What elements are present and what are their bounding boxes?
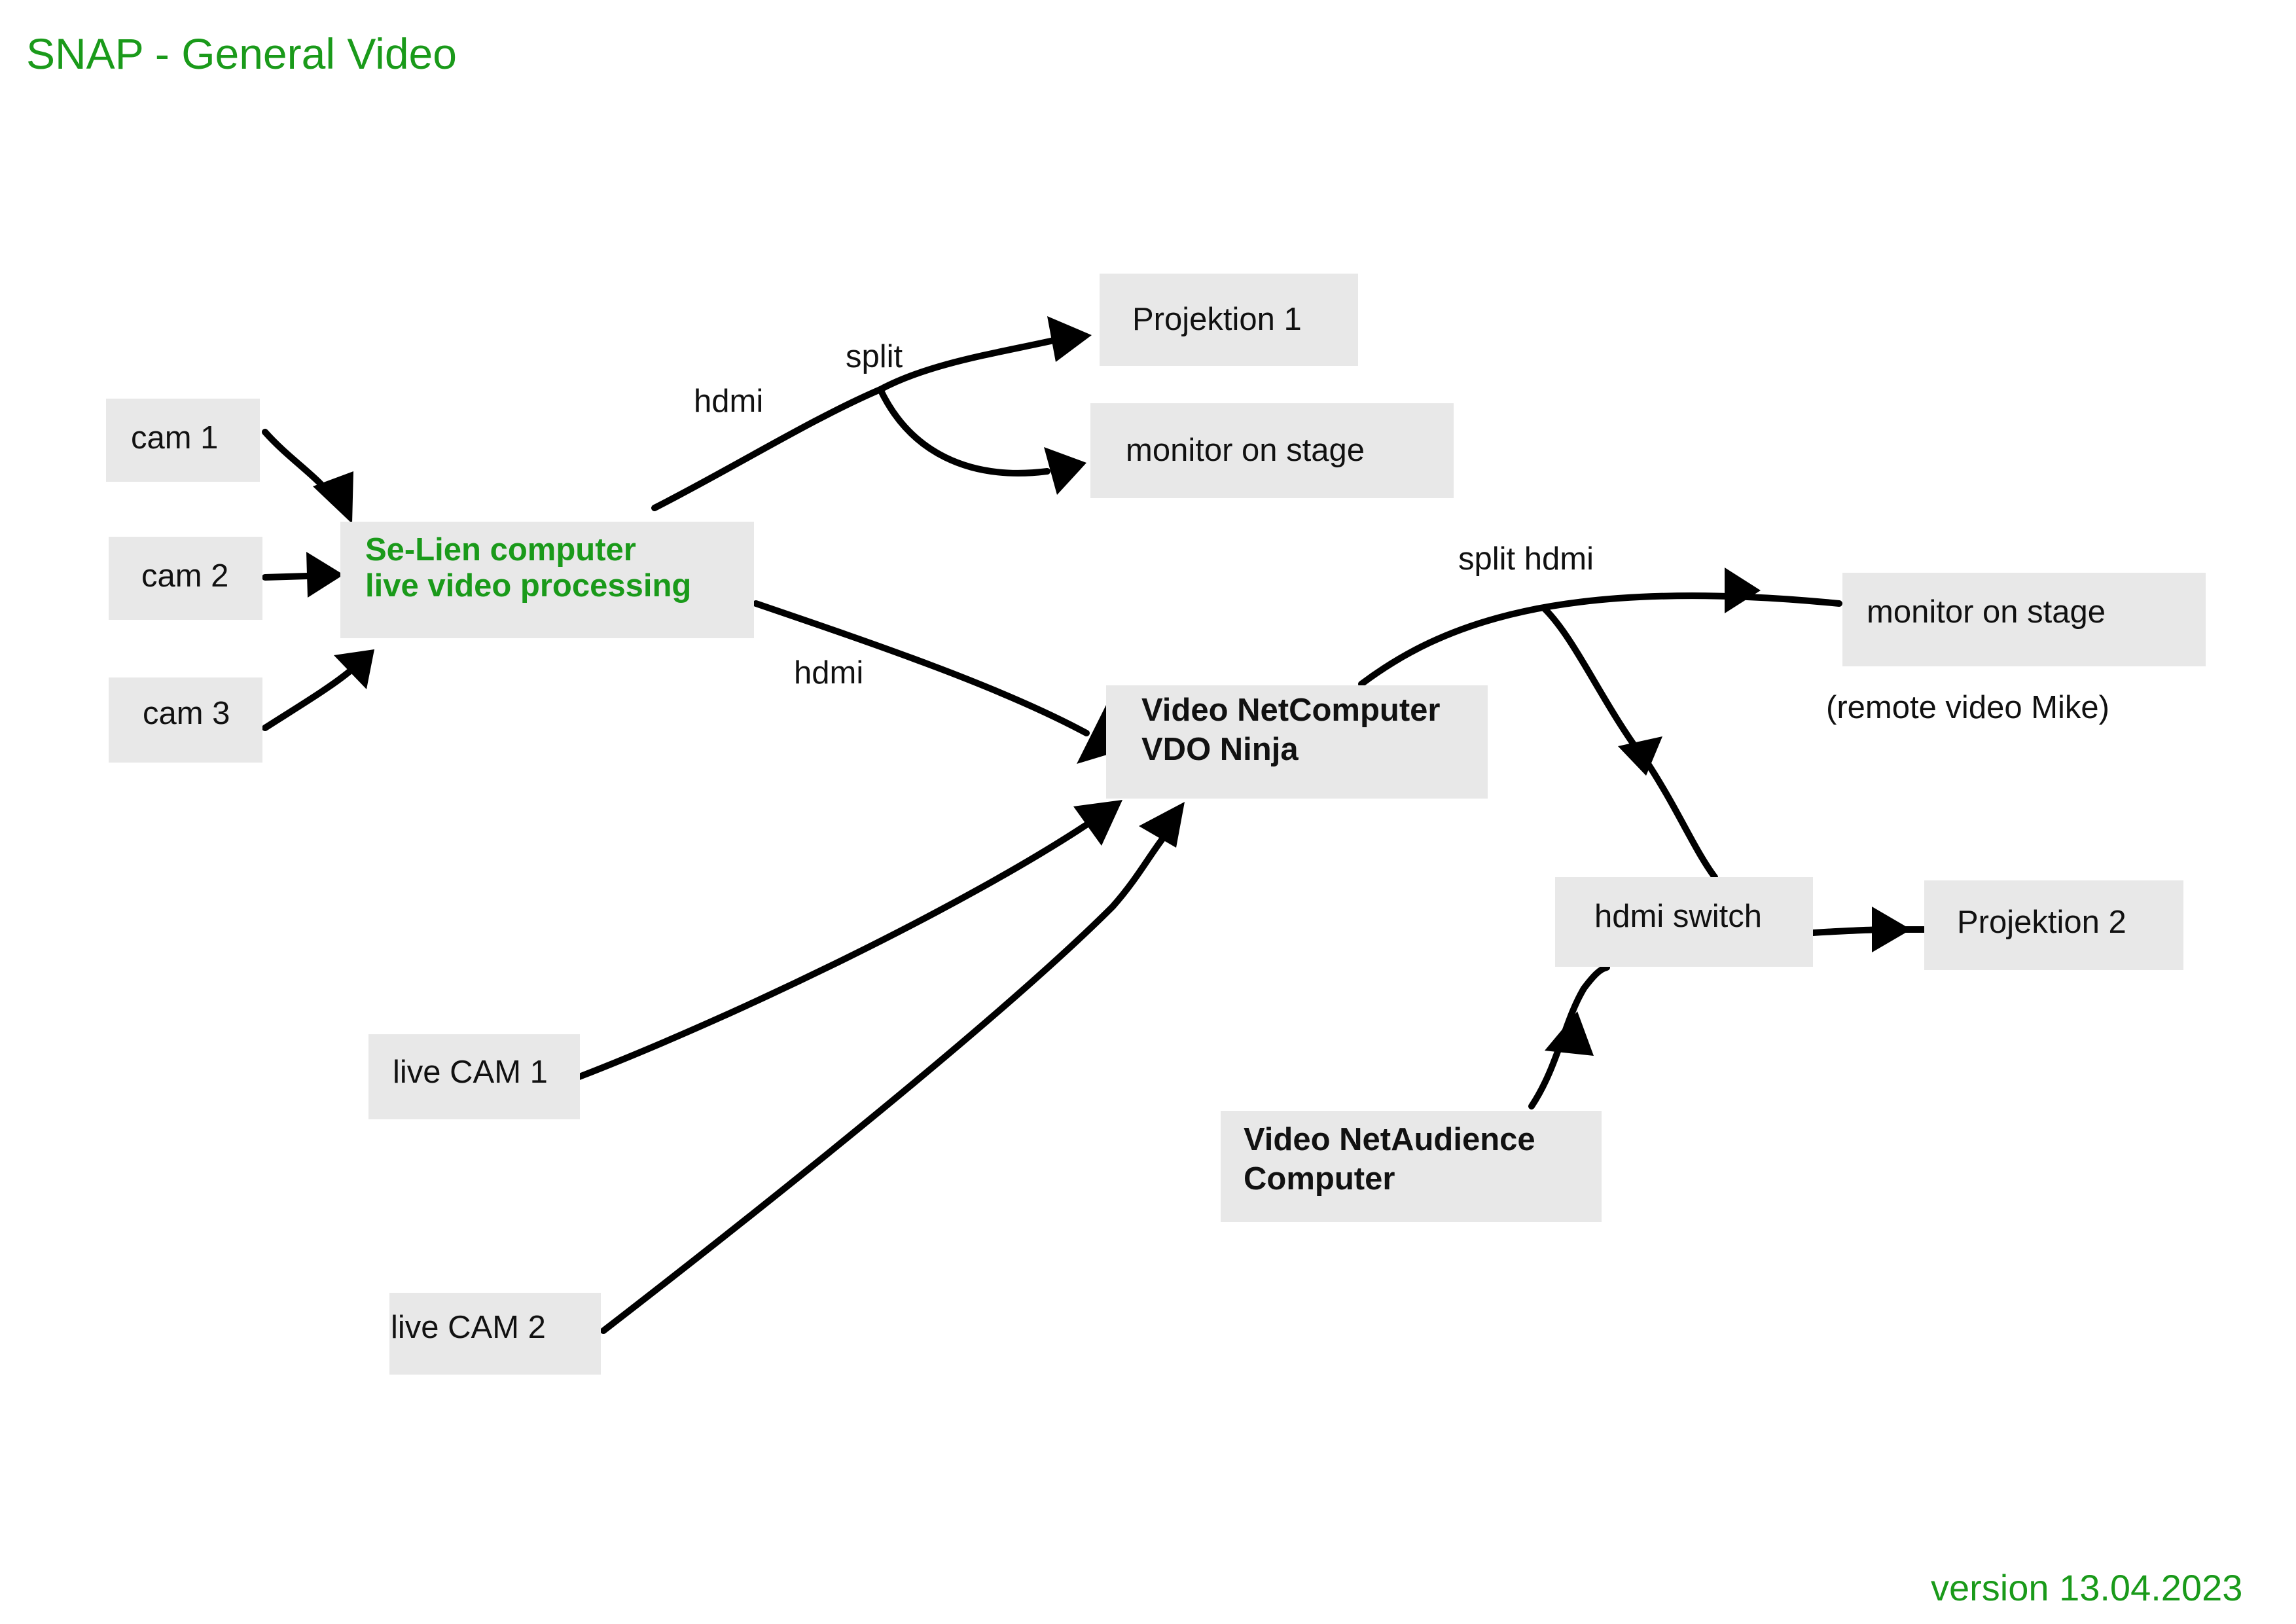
node-cam1: cam 1	[106, 399, 260, 482]
edge-label-split: split	[846, 339, 903, 374]
diagram-title: SNAP - General Video	[26, 29, 457, 78]
node-projektion2: Projektion 2	[1924, 880, 2183, 970]
edge-netcomputer-monitor2	[1358, 592, 1842, 687]
node-label: monitor on stage	[1126, 433, 1365, 468]
node-video-netaudience-computer: Video NetAudience Computer	[1221, 1111, 1602, 1222]
edge-label-hdmi-top: hdmi	[694, 384, 764, 419]
node-label-line2: Computer	[1244, 1161, 1395, 1197]
arrowhead	[313, 471, 353, 524]
edge-split-hdmiswitch	[1541, 605, 1718, 880]
arrowhead	[1725, 568, 1761, 613]
node-monitor-on-stage-2: monitor on stage	[1842, 573, 2206, 666]
arrowhead	[1872, 907, 1911, 952]
node-label-line2: VDO Ninja	[1141, 732, 1299, 767]
node-label: live CAM 1	[393, 1055, 548, 1090]
edge-livecam2-netcomputer	[600, 828, 1172, 1334]
node-label-line1: Video NetComputer	[1141, 693, 1441, 728]
version-label: version 13.04.2023	[1931, 1567, 2243, 1608]
arrowhead	[1044, 447, 1086, 495]
node-label: live CAM 2	[391, 1310, 546, 1345]
node-hdmi-switch: hdmi switch	[1555, 877, 1813, 967]
node-cam2: cam 2	[109, 537, 262, 620]
arrowhead	[1047, 316, 1092, 362]
node-label-line2: live video processing	[365, 568, 692, 604]
node-live-cam-2: live CAM 2	[389, 1293, 601, 1375]
arrowhead	[1073, 800, 1122, 846]
node-monitor-on-stage-1: monitor on stage	[1090, 403, 1454, 498]
edge-selien-netcomputer	[753, 600, 1090, 736]
node-label: cam 1	[131, 420, 219, 456]
remote-video-note: (remote video Mike)	[1826, 690, 2109, 725]
arrowhead	[334, 649, 374, 689]
node-label: cam 2	[141, 558, 229, 594]
edge-selien-split	[651, 386, 884, 511]
edge-livecam1-netcomputer	[576, 821, 1090, 1080]
arrowhead	[1618, 736, 1662, 776]
arrowhead	[306, 552, 344, 598]
node-live-cam-1: live CAM 1	[368, 1034, 580, 1119]
node-label: Projektion 2	[1957, 905, 2126, 940]
edge-cam2-selien	[262, 573, 311, 581]
edge-netaudience-hdmiswitch	[1528, 964, 1610, 1110]
edge-split-projektion1	[877, 337, 1057, 393]
node-cam3: cam 3	[109, 677, 262, 763]
node-label-line1: Se-Lien computer	[365, 532, 636, 568]
arrowhead	[1139, 802, 1185, 848]
edge-split-monitor1	[877, 386, 1050, 477]
edge-label-hdmi-mid: hdmi	[794, 655, 864, 691]
edge-label-split-hdmi: split hdmi	[1458, 541, 1594, 577]
node-label: monitor on stage	[1867, 594, 2106, 630]
arrowhead	[1545, 1011, 1594, 1056]
node-projektion1: Projektion 1	[1100, 274, 1358, 366]
node-label: cam 3	[143, 696, 230, 731]
node-label: hdmi switch	[1594, 899, 1762, 934]
node-selien-computer: Se-Lien computer live video processing	[340, 522, 754, 638]
node-label-line1: Video NetAudience	[1244, 1122, 1535, 1157]
node-label: Projektion 1	[1132, 302, 1302, 337]
node-video-netcomputer: Video NetComputer VDO Ninja	[1106, 685, 1488, 799]
edge-cam3-selien	[262, 668, 353, 731]
